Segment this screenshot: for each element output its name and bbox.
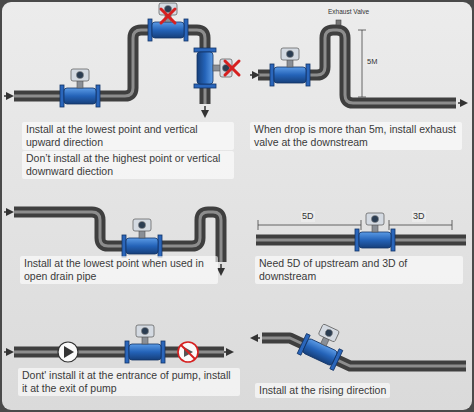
dimension-label: 3D xyxy=(412,211,426,222)
caption-text: Need 5D of upstream and 3D of downstream xyxy=(255,256,463,284)
caption-text: Install at the lowest point and vertical… xyxy=(22,122,234,150)
caption-text: When drop is more than 5m, install exhau… xyxy=(250,122,462,150)
dimension-label: 5D xyxy=(301,211,315,222)
caption-text: Dont' install it at the entrance of pump… xyxy=(18,368,240,396)
caption-text: Install at the lowest point when used in… xyxy=(20,256,218,284)
caption-text: Install at the rising direction xyxy=(255,383,390,398)
valve-label: Exhaust Valve xyxy=(327,8,370,16)
caption-text: Don’t install at the highest point or ve… xyxy=(22,151,234,179)
dimension-label: 5M xyxy=(366,57,378,66)
